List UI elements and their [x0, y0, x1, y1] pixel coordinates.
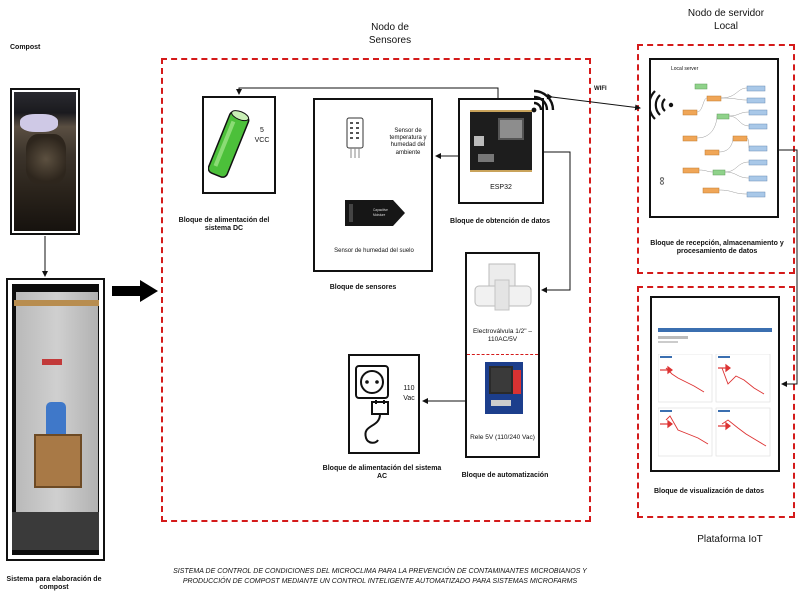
automation-block: Electroválvula 1/2" – 110AC/5V Rele 5V (…	[465, 252, 540, 458]
server-caption: Bloque de recepción, almacenamiento y pr…	[650, 240, 784, 256]
valve-label: Electroválvula 1/2" – 110AC/5V	[472, 328, 533, 343]
iot-frame	[637, 286, 795, 518]
automation-caption: Bloque de automatización	[461, 472, 549, 479]
dashboard-screenshot	[650, 296, 780, 472]
sensor-node-title: Nodo de Sensores	[368, 22, 412, 46]
sensor-node-frame	[161, 58, 591, 522]
soil-sensor-icon: Capacitive Moisture	[345, 200, 405, 226]
wifi-label: WIFI	[594, 86, 607, 92]
power-dc-label: 5 VCC	[254, 127, 270, 144]
esp32-block: ESP32	[458, 98, 544, 204]
compost-system-caption: Sistema para elaboración de compost	[6, 576, 102, 592]
node-red-logo-icon: ∞	[654, 176, 669, 186]
iot-title: Plataforma IoT	[697, 534, 763, 545]
sensors-block: Sensor de temperatura y humedad del ambi…	[313, 98, 433, 272]
local-server-block: Local server ∞	[649, 58, 779, 218]
power-plug-icon	[355, 365, 389, 444]
dashboard-charts-icon	[658, 354, 771, 457]
wifi-icon	[531, 89, 555, 113]
flow-arrow-icon	[112, 280, 158, 302]
power-ac-label: 110 Vac	[403, 385, 415, 402]
solenoid-valve-icon	[474, 263, 532, 311]
server-wifi-icon	[651, 90, 674, 120]
svg-text:Capacitive: Capacitive	[373, 208, 388, 212]
compost-system-photo	[6, 278, 105, 561]
compost-title: Compost	[10, 44, 41, 51]
dht-sensor-icon	[346, 117, 364, 158]
power-dc-caption: Bloque de alimentación del sistema DC	[178, 217, 270, 233]
automation-divider	[467, 354, 538, 355]
power-dc-block: 5 VCC	[202, 96, 276, 194]
iot-caption: Bloque de visualización de datos	[653, 488, 765, 495]
power-ac-caption: Bloque de alimentación del sistema AC	[322, 465, 442, 481]
footer-line-2: PRODUCCIÓN DE COMPOST MEDIANTE UN CONTRO…	[182, 578, 578, 585]
soil-sensor-label: Sensor de humedad del suelo	[334, 248, 414, 254]
svg-text:Moisture: Moisture	[373, 213, 385, 217]
battery-icon	[208, 110, 250, 178]
esp32-caption: Bloque de obtención de datos	[450, 218, 550, 225]
temp-sensor-label: Sensor de temperatura y humedad del ambi…	[389, 128, 427, 156]
esp32-board-icon	[470, 110, 532, 172]
server-node-title: Nodo de servidor Local	[687, 8, 765, 32]
esp32-label: ESP32	[490, 184, 512, 191]
relay-module-icon	[485, 362, 523, 414]
local-server-label: Local server	[671, 66, 699, 72]
sensors-caption: Bloque de sensores	[329, 284, 397, 291]
node-red-flow-icon	[682, 83, 768, 198]
footer-line-1: SISTEMA DE CONTROL DE CONDICIONES DEL MI…	[173, 568, 587, 575]
compost-photo	[10, 88, 80, 235]
power-ac-block: 110 Vac	[348, 354, 420, 454]
relay-label: Rele 5V (110/240 Vac)	[470, 434, 535, 441]
